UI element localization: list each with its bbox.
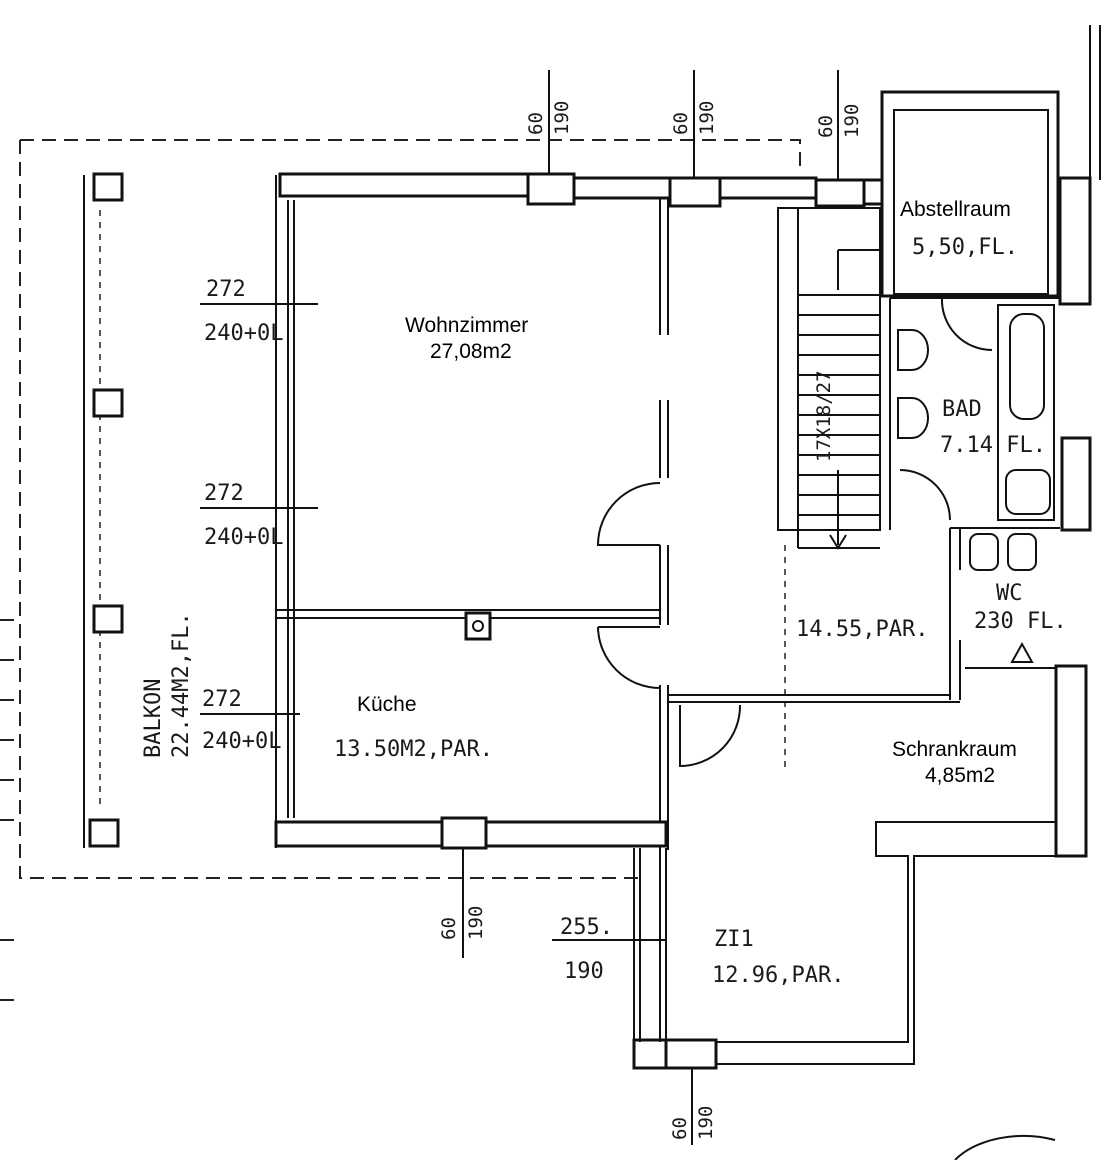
opening-3-height: 240+0L xyxy=(202,729,281,754)
window-2-width: 60 xyxy=(670,112,692,135)
opening-4-width: 255. xyxy=(560,915,613,940)
roof-outline-left xyxy=(0,619,14,1001)
kueche-name: Küche xyxy=(357,693,417,716)
balkon-name: BALKON xyxy=(141,679,166,758)
kueche-area: 13.50M2,PAR. xyxy=(334,737,493,762)
window-2-height: 190 xyxy=(696,101,718,135)
column xyxy=(88,818,120,848)
column xyxy=(92,388,124,418)
bathtub xyxy=(997,304,1055,521)
abstellraum-walls xyxy=(880,90,1060,298)
abstellraum-area: 5,50,FL. xyxy=(912,235,1018,260)
window-3-width: 60 xyxy=(815,115,837,138)
zi1-walls xyxy=(632,821,1086,1070)
window-frame xyxy=(526,172,576,206)
abstellraum-name: Abstellraum xyxy=(900,198,1011,221)
toilet xyxy=(897,397,929,439)
window-frame xyxy=(664,1038,718,1070)
opening-3-width: 272 xyxy=(202,687,242,712)
bad-area: 7.14 FL. xyxy=(940,433,1046,458)
balkon-area xyxy=(83,172,277,848)
window-frame xyxy=(668,176,722,208)
sink xyxy=(897,329,929,371)
bad-walls xyxy=(668,297,1060,703)
window-5-height: 190 xyxy=(695,1106,717,1140)
opening-1-width: 272 xyxy=(206,277,246,302)
flur-area: 14.55,PAR. xyxy=(796,617,928,642)
balkon-area: 22.44M2,FL. xyxy=(169,612,194,758)
window-1-width: 60 xyxy=(525,112,547,135)
window-1-height: 190 xyxy=(551,101,573,135)
column xyxy=(92,604,124,634)
bottom-wall xyxy=(274,816,668,850)
window-frame xyxy=(814,178,866,208)
roof-outline xyxy=(19,139,801,879)
opening-1-height: 240+0L xyxy=(204,321,283,346)
chimney xyxy=(464,611,492,641)
schrankraum-name: Schrankraum xyxy=(892,738,1017,761)
top-wall xyxy=(278,172,884,208)
zi1-name: ZI1 xyxy=(714,927,754,952)
staircase xyxy=(777,207,881,770)
stairs-label: 17X18/27 xyxy=(813,370,835,462)
opening-2-height: 240+0L xyxy=(204,525,283,550)
opening-2-width: 272 xyxy=(204,481,244,506)
wc-area: 230 FL. xyxy=(974,609,1067,634)
bad-name: BAD xyxy=(942,397,982,422)
doors xyxy=(596,297,993,768)
right-walls xyxy=(1054,25,1101,858)
dimension-lines xyxy=(200,70,839,1145)
window-frame xyxy=(440,816,488,850)
wc-name: WC xyxy=(996,581,1023,606)
wohnzimmer-name: Wohnzimmer xyxy=(405,314,528,337)
zi1-area: 12.96,PAR. xyxy=(712,963,844,988)
window-3-height: 190 xyxy=(841,104,863,138)
schrankraum-area: 4,85m2 xyxy=(925,764,995,787)
corner-mark xyxy=(954,1134,1056,1160)
window-4-width: 60 xyxy=(438,917,460,940)
window-4-height: 190 xyxy=(465,906,487,940)
column xyxy=(92,172,124,202)
opening-4-height: 190 xyxy=(564,959,604,984)
wohnzimmer-area: 27,08m2 xyxy=(430,340,512,363)
window-5-width: 60 xyxy=(669,1117,691,1140)
